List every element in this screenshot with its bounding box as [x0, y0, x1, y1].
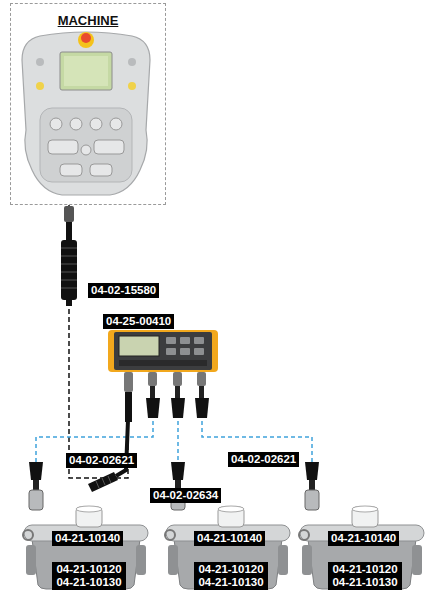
illustration-part: [66, 300, 72, 306]
illustration-part: [90, 118, 102, 130]
illustration-part: [96, 476, 111, 488]
sensor-body: [32, 539, 140, 589]
hub-cables: [146, 372, 209, 418]
hub-body: [114, 332, 212, 370]
illustration-part: [64, 56, 108, 86]
hub-key: [180, 348, 190, 355]
part-number: 04-21-10140: [194, 531, 265, 546]
illustration-part: [88, 472, 118, 492]
cable-part-number: 04-02-02634: [150, 488, 221, 503]
sensor-handle: [278, 545, 288, 575]
illustration-part: [29, 490, 43, 510]
illustration-part: [124, 372, 133, 392]
illustration-part: [66, 222, 72, 240]
illustration-part: [199, 386, 204, 398]
illustration-part: [173, 372, 182, 386]
hub-key: [166, 348, 176, 355]
illustration-part: [146, 398, 160, 418]
illustration-part: [171, 398, 185, 418]
part-number: 04-21-10120 04-21-10130: [194, 562, 268, 590]
sensor-handle: [412, 545, 422, 575]
sensor-cap-top: [76, 506, 102, 512]
illustration-part: [61, 248, 77, 288]
illustration-part: [36, 82, 44, 90]
sensor-body: [308, 539, 416, 589]
illustration-part: [60, 164, 82, 176]
illustration-part: [171, 462, 185, 480]
illustration-part: [48, 140, 78, 154]
hub-device: 04-25-00410: [108, 330, 218, 372]
illustration-part: [33, 480, 39, 490]
sensor-hook: [23, 530, 33, 540]
illustration-part: [50, 118, 62, 130]
sensor-body: [174, 539, 282, 589]
illustration-part: [22, 32, 150, 195]
illustration-part: [90, 164, 112, 176]
machine-box: MACHINE: [10, 3, 166, 205]
sensor-unit: 04-21-10140 04-21-10120 04-21-10130: [22, 505, 150, 590]
hub-key: [180, 337, 190, 344]
hub-port-strip: [119, 360, 207, 366]
illustration-part: [70, 118, 82, 130]
cable-connector: [202, 372, 312, 505]
illustration-part: [305, 490, 319, 510]
sensor-cap: [218, 507, 244, 527]
sensor-handle: [168, 545, 178, 575]
cable-part-number: 04-02-02621: [66, 453, 137, 468]
sensor-cap-top: [352, 506, 378, 512]
part-number: 04-21-10120 04-21-10130: [52, 562, 126, 590]
illustration-part: [81, 33, 91, 43]
part-number: 04-21-10140: [328, 531, 399, 546]
illustration-part: [64, 206, 74, 222]
cable-part-number: 04-02-02621: [228, 452, 299, 467]
illustration-part: [81, 145, 91, 155]
hub-key: [194, 348, 204, 355]
sensor-unit: 04-21-10140 04-21-10120 04-21-10130: [298, 505, 426, 590]
machine-heading: MACHINE: [11, 13, 165, 28]
illustration-part: [110, 118, 122, 130]
sensor-cap: [352, 507, 378, 527]
hub-key: [166, 337, 176, 344]
illustration-part: [195, 398, 209, 418]
part-number: 04-25-00410: [103, 314, 174, 329]
sensor-hook: [299, 530, 309, 540]
remote-control: [22, 32, 150, 195]
part-number: 04-21-10120 04-21-10130: [328, 562, 402, 590]
illustration-part: [175, 386, 180, 398]
hub-screen: [119, 336, 159, 356]
illustration-part: [36, 58, 44, 66]
cable-connector: [36, 372, 153, 505]
sensor-unit: 04-21-10140 04-21-10120 04-21-10130: [164, 505, 292, 590]
sensor-handle: [302, 545, 312, 575]
illustration-part: [78, 32, 94, 48]
illustration-part: [305, 462, 319, 480]
illustration-part: [61, 240, 77, 300]
sensor-handle: [136, 545, 146, 575]
illustration-part: [128, 58, 136, 66]
sensor-hook: [165, 530, 175, 540]
hub-casing: [108, 330, 218, 372]
illustration-part: [128, 82, 136, 90]
hub-outline: [108, 330, 218, 372]
illustration-part: [148, 372, 157, 386]
illustration-part: [60, 52, 112, 90]
illustration-part: [40, 108, 132, 182]
illustration-part: [94, 140, 124, 154]
sensor-cap-top: [218, 506, 244, 512]
sensor-connectors: [29, 462, 319, 510]
illustration-part: [29, 462, 43, 480]
part-number: 04-21-10140: [52, 531, 123, 546]
illustration-part: [125, 392, 132, 422]
illustration-part: [150, 386, 155, 398]
hub-key: [194, 337, 204, 344]
illustration-part: [309, 480, 315, 490]
sensor-handle: [26, 545, 36, 575]
illustration-part: [197, 372, 206, 386]
sensor-cap: [76, 507, 102, 527]
cable-part-number: 04-02-15580: [88, 283, 159, 298]
